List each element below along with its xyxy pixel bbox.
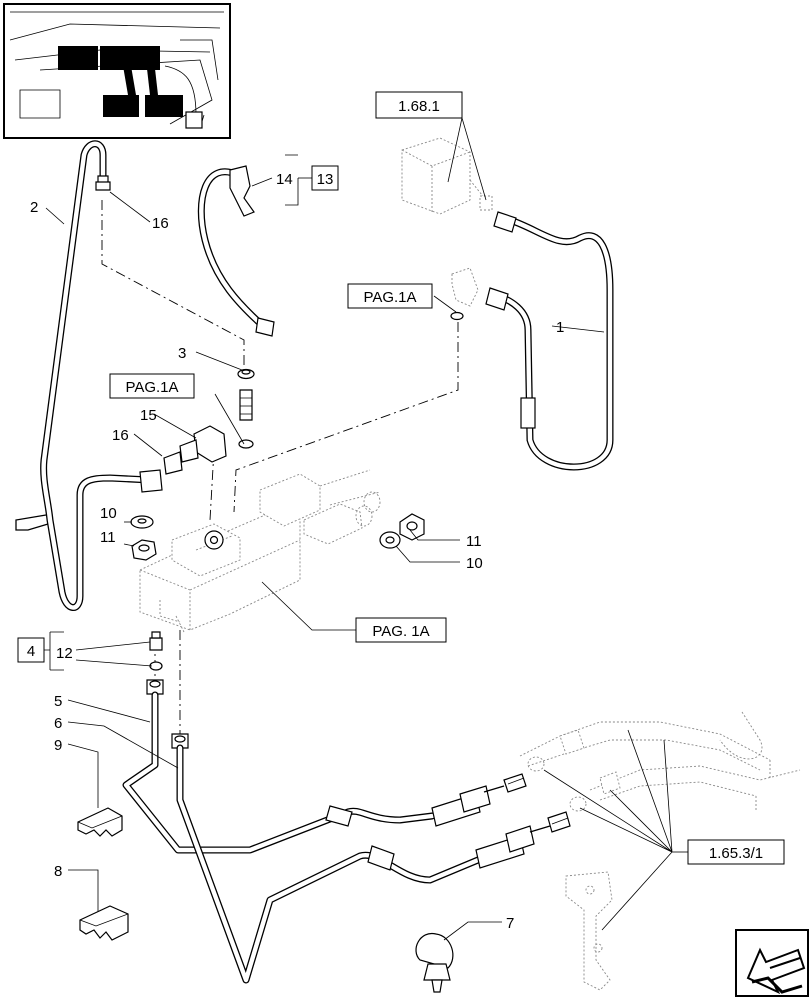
hose-14 — [197, 165, 275, 337]
part-label-1: 1 — [556, 319, 564, 336]
part-label-10a: 10 — [100, 505, 117, 522]
quick-couplers — [431, 773, 571, 869]
ref-box-1653[interactable]: 1.65.3/1 — [687, 839, 785, 865]
pipe-2 — [15, 140, 163, 611]
leader-lines — [44, 117, 688, 941]
ref-pag1a-left-label: PAG.1A — [125, 379, 178, 396]
valve-block-ghost — [139, 469, 381, 633]
center-lines — [101, 200, 459, 738]
part-label-6: 6 — [54, 715, 62, 732]
part-label-16a: 16 — [152, 215, 169, 232]
clip-7 — [415, 932, 454, 993]
kit-4-label: 4 — [27, 643, 35, 660]
kit-box-4: 4 — [17, 637, 45, 663]
pipe-1 — [450, 211, 614, 471]
part-label-12: 12 — [56, 645, 73, 662]
part-label-5: 5 — [54, 693, 62, 710]
part-label-3: 3 — [178, 345, 186, 362]
ref-box-1681[interactable]: 1.68.1 — [375, 91, 463, 119]
ref-pag1a-block-label: PAG. 1A — [372, 623, 429, 640]
ref-box-pag1a-block[interactable]: PAG. 1A — [355, 617, 447, 643]
pedal-location-inset — [3, 3, 231, 139]
lower-fittings — [146, 631, 189, 749]
part-label-11b: 11 — [466, 533, 482, 550]
previous-page-arrow-icon[interactable] — [735, 929, 809, 997]
pipe-5 — [122, 691, 436, 854]
ref-box-pag1a-left[interactable]: PAG.1A — [109, 373, 195, 399]
ref-1681-label: 1.68.1 — [398, 98, 440, 115]
ref-1653-label: 1.65.3/1 — [709, 845, 763, 862]
ref-box-pag1a-top[interactable]: PAG.1A — [347, 283, 433, 309]
part-numbers: 2 16 14 3 15 16 10 11 1 11 10 12 5 6 9 8… — [30, 171, 564, 932]
part-label-7: 7 — [506, 915, 514, 932]
ghost-valve-1681 — [401, 137, 493, 215]
pipe-6 — [176, 744, 482, 984]
part-label-16b: 16 — [112, 427, 129, 444]
part-label-10b: 10 — [466, 555, 483, 572]
washers-nuts — [130, 513, 425, 561]
part-label-9: 9 — [54, 737, 62, 754]
clip-8 — [79, 905, 129, 941]
kit-13-label: 13 — [317, 171, 334, 188]
part-label-2: 2 — [30, 199, 38, 216]
ref-pag1a-top-label: PAG.1A — [363, 289, 416, 306]
kit-box-13: 13 — [311, 165, 339, 191]
part-label-15: 15 — [140, 407, 157, 424]
part-label-14: 14 — [276, 171, 293, 188]
part-label-8: 8 — [54, 863, 62, 880]
clip-9 — [77, 807, 123, 837]
part-label-11a: 11 — [100, 529, 116, 546]
ghost-frame-1653 — [519, 711, 801, 991]
